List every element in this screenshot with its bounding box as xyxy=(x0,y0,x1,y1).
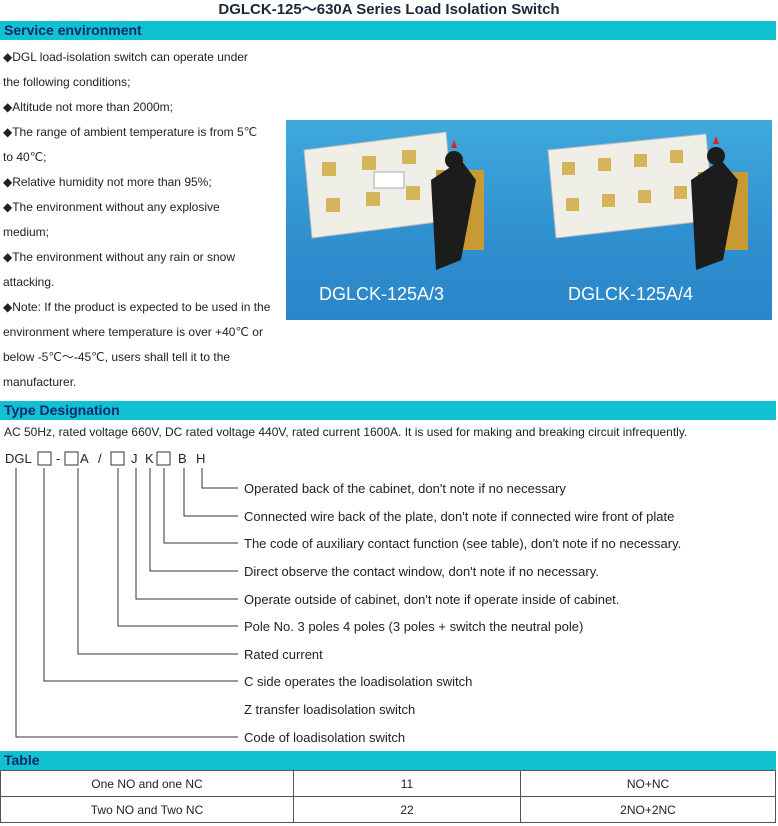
table-cell: Two NO and Two NC xyxy=(0,796,294,823)
code-a: A xyxy=(80,451,89,466)
service-line: ◆The environment without any explosive xyxy=(3,200,220,214)
connector-lines xyxy=(15,468,238,738)
designation-label: Pole No. 3 poles 4 poles (3 poles + swit… xyxy=(244,619,583,634)
service-environment-text: ◆DGL load-isolation switch can operate u… xyxy=(3,45,283,395)
table-cell: 11 xyxy=(293,770,521,797)
code-j: J xyxy=(131,451,138,466)
service-line: to 40℃; xyxy=(3,150,47,164)
section-header-type-designation: Type Designation xyxy=(0,401,776,420)
designation-label: The code of auxiliary contact function (… xyxy=(244,536,681,551)
table-cell: One NO and one NC xyxy=(0,770,294,797)
service-line: environment where temperature is over +4… xyxy=(3,325,263,339)
switch-illustrations xyxy=(303,131,748,270)
designation-label: Z transfer loadisolation switch xyxy=(244,702,415,717)
code-h: H xyxy=(196,451,205,466)
service-line: attacking. xyxy=(3,275,55,289)
designation-label: C side operates the loadisolation switch xyxy=(244,674,472,689)
type-designation-diagram: DGL - A / J K B H Operated back of the c… xyxy=(5,451,681,745)
code-dash: - xyxy=(56,451,60,466)
service-line: ◆Altitude not more than 2000m; xyxy=(3,100,173,114)
switch-4pole-illustration xyxy=(547,133,748,270)
table-cell: 2NO+2NC xyxy=(520,796,776,823)
service-line: manufacturer. xyxy=(3,375,77,389)
table-row: Two NO and Two NC 22 2NO+2NC xyxy=(0,796,776,823)
section-header-service-environment: Service environment xyxy=(0,21,776,40)
service-line: ◆DGL load-isolation switch can operate u… xyxy=(3,50,248,64)
table-cell: NO+NC xyxy=(520,770,776,797)
section-header-table: Table xyxy=(0,751,776,770)
code-k: K xyxy=(145,451,154,466)
switch-3pole-illustration xyxy=(303,131,484,270)
photo-caption-3pole: DGLCK-125A/3 xyxy=(319,284,445,304)
designation-label: Operate outside of cabinet, don't note i… xyxy=(244,592,619,607)
service-line: ◆The environment without any rain or sno… xyxy=(3,250,236,264)
code-box xyxy=(110,451,125,466)
photo-caption-4pole: DGLCK-125A/4 xyxy=(568,284,694,304)
code-box xyxy=(64,451,79,466)
designation-label: Connected wire back of the plate, don't … xyxy=(244,509,674,524)
code-b: B xyxy=(178,451,187,466)
service-line: medium; xyxy=(3,225,50,239)
code-slash: / xyxy=(98,451,102,466)
code-box xyxy=(156,451,171,466)
service-line: ◆Relative humidity not more than 95%; xyxy=(3,175,212,189)
page-title: DGLCK-125～630A Series Load Isolation Swi… xyxy=(218,1,560,18)
service-line: ◆Note: If the product is expected to be … xyxy=(3,300,271,314)
service-line: ◆The range of ambient temperature is fro… xyxy=(3,125,258,139)
type-description: AC 50Hz, rated voltage 660V, DC rated vo… xyxy=(4,425,688,439)
designation-label: Direct observe the contact window, don't… xyxy=(244,564,599,579)
table-cell: 22 xyxy=(293,796,521,823)
table-row: One NO and one NC 11 NO+NC xyxy=(0,770,776,797)
code-dgl: DGL xyxy=(5,451,32,466)
code-box xyxy=(37,451,52,466)
service-line: below -5℃～-45℃, users shall tell it to t… xyxy=(3,350,231,364)
product-photo: DGLCK-125A/3 DGLCK-125A/4 xyxy=(286,120,772,320)
designation-label: Rated current xyxy=(244,647,323,662)
contact-table: One NO and one NC 11 NO+NC Two NO and Tw… xyxy=(0,770,776,823)
service-line: the following conditions; xyxy=(3,75,131,89)
designation-label: Operated back of the cabinet, don't note… xyxy=(244,481,566,496)
designation-label: Code of loadisolation switch xyxy=(244,730,405,745)
